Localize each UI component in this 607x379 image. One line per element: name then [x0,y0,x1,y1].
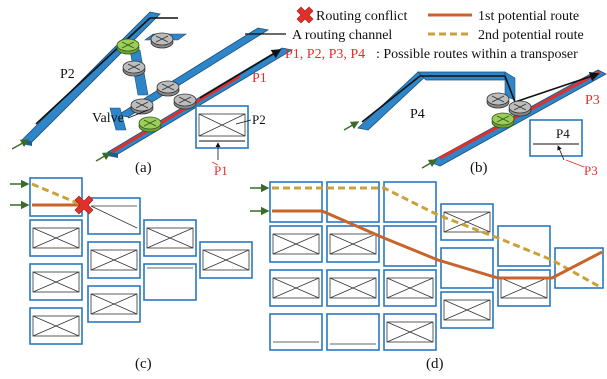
caption-d: (d) [426,356,444,372]
label-p3: P3 [585,93,600,108]
conflict-icon [296,6,314,24]
conflict-marker-icon [74,195,94,215]
caption-c: (c) [135,356,152,372]
legend-route2: 2nd potential route [478,28,584,43]
route2-d [272,186,603,290]
legend-route1: 1st potential route [478,9,579,24]
panel-d: (d) [250,181,604,372]
label-p3-small: P3 [584,163,598,178]
legend: Routing conflict 1st potential route A r… [245,6,584,62]
caption-b: (b) [470,160,488,176]
panel-a: P2 Valve P1 P2 P1 (a) [11,11,294,178]
label-p1-small: P1 [214,163,228,178]
panel-c: (c) [10,177,253,372]
route-p2-line [35,17,151,125]
route2-c [31,182,83,207]
legend-paths-suffix: : Possible routes within a transposer [376,47,578,62]
label-p1: P1 [252,71,267,86]
panel-b: P4 P3 P4 P3 (b) [343,69,607,178]
route1-d [272,209,603,280]
abstract-box-a [195,105,249,160]
legend-channel: A routing channel [292,28,392,43]
valve-icon [116,38,140,55]
legend-conflict: Routing conflict [316,9,407,24]
caption-a: (a) [135,160,152,176]
label-p2-small: P2 [252,112,266,127]
label-p2: P2 [60,67,75,82]
label-p4: P4 [410,107,425,122]
legend-paths-prefix: P1, P2, P3, P4 [285,47,365,62]
abstract-box-b [529,119,583,161]
input-arrow-icon [11,139,30,150]
route-p1-line [199,49,282,99]
label-valve: Valve [92,111,124,126]
label-p4-small: P4 [556,126,570,141]
